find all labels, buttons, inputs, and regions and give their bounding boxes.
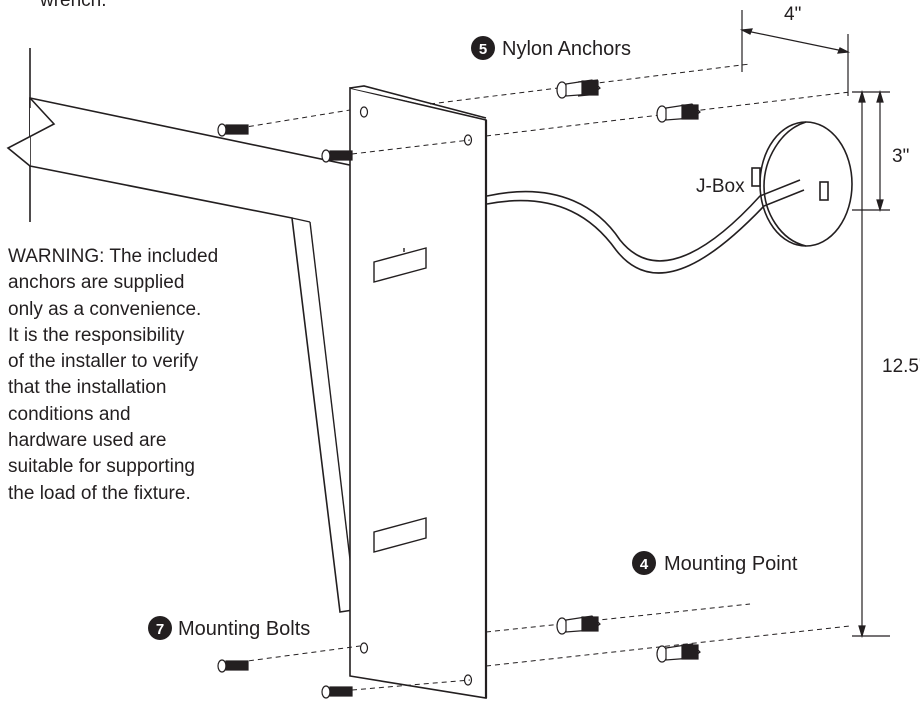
mounting-plate [349, 85, 488, 699]
callout-badge-icon [632, 551, 656, 575]
top-partial-text: wrench. [39, 0, 107, 11]
callout-mounting-bolts: 7 Mounting Bolts [148, 616, 310, 640]
callout-number: 4 [640, 556, 649, 573]
dimension-label-vertical-long: 12.5" [882, 356, 920, 377]
hole-icon [463, 134, 473, 146]
warning-line: of the installer to verify [8, 351, 199, 373]
electrical-wire [486, 179, 805, 274]
plate-clips [373, 247, 427, 553]
dimension-4in [739, 10, 851, 96]
hole-icon [359, 642, 369, 654]
warning-text-block: WARNING: The included anchors are suppli… [8, 244, 278, 507]
warning-line: anchors are supplied [8, 272, 185, 294]
callout-nylon-anchors: 5 Nylon Anchors [471, 36, 631, 60]
hole-icon [463, 674, 473, 686]
anchor-bottom-1 [556, 615, 601, 635]
anchor-bottom-2 [656, 643, 701, 663]
callout-mounting-point: 4 Mounting Point [632, 551, 798, 575]
callout-label: Nylon Anchors [502, 38, 631, 60]
callout-badge-icon [148, 616, 172, 640]
warning-line: WARNING: The included [8, 246, 219, 267]
dimension-label-horizontal: 4" [784, 4, 801, 25]
bolt-top-left [217, 123, 249, 137]
callout-number: 7 [156, 621, 164, 638]
plate-holes [359, 106, 473, 686]
dimension-3in [852, 89, 890, 213]
j-box [751, 121, 853, 247]
callout-label: Mounting Bolts [178, 618, 310, 640]
callout-badge-icon [471, 36, 495, 60]
warning-line: suitable for supporting [8, 456, 195, 478]
j-box-label: J-Box [696, 176, 745, 197]
dimension-label-vertical-short: 3" [892, 146, 909, 167]
anchor-top-1 [556, 79, 601, 99]
warning-line: only as a convenience. [8, 298, 202, 320]
dimension-12-5in [852, 89, 890, 639]
callout-label: Mounting Point [664, 553, 798, 575]
bolt-bottom-right [321, 685, 353, 699]
warning-line: the load of the fixture. [8, 482, 191, 504]
warning-line: It is the responsibility [8, 324, 185, 346]
warning-line: hardware used are [8, 430, 167, 452]
bolt-bottom-left [217, 659, 249, 673]
anchor-top-2 [656, 103, 701, 123]
callout-number: 5 [479, 41, 487, 58]
hole-icon [359, 106, 369, 118]
bolt-top-right [321, 149, 353, 163]
warning-line: conditions and [8, 403, 131, 425]
warning-line: that the installation [8, 377, 167, 399]
